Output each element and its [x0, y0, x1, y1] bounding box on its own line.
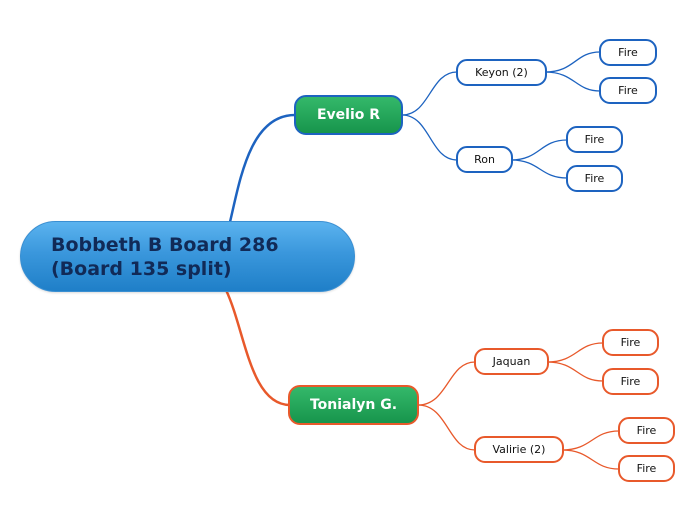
connector-keyon-fire-2	[544, 71, 601, 92]
connector-tonialyn-valirie	[417, 404, 476, 451]
leaf-valirie-fire-1[interactable]: Fire	[618, 417, 675, 444]
subtopic-jaquan[interactable]: Jaquan	[474, 348, 549, 375]
connector-ron-fire-2	[510, 159, 568, 179]
leaf-jaquan-fire-2[interactable]: Fire	[602, 368, 659, 395]
connector-keyon-fire-1	[544, 51, 601, 73]
leaf-jaquan-fire-1[interactable]: Fire	[602, 329, 659, 356]
subtopic-label: Jaquan	[492, 355, 531, 368]
subtopic-ron[interactable]: Ron	[456, 146, 513, 173]
connector-evelio-ron	[401, 114, 458, 161]
central-topic-line-2: (Board 135 split)	[51, 257, 232, 280]
leaf-keyon-fire-1[interactable]: Fire	[599, 39, 657, 66]
leaf-label: Fire	[620, 375, 641, 388]
connector-tonialyn-jaquan	[417, 361, 476, 406]
connector-valirie-fire-2	[561, 449, 620, 470]
leaf-ron-fire-1[interactable]: Fire	[566, 126, 623, 153]
connector-evelio-keyon	[401, 71, 458, 116]
subtopic-label: Valirie (2)	[492, 443, 546, 456]
central-topic-line-1: Bobbeth B Board 286	[51, 233, 279, 256]
subtopic-keyon[interactable]: Keyon (2)	[456, 59, 547, 86]
topic-label: Evelio R	[316, 107, 381, 123]
connector-jaquan-fire-2	[546, 361, 604, 382]
leaf-ron-fire-2[interactable]: Fire	[566, 165, 623, 192]
leaf-label: Fire	[636, 462, 657, 475]
subtopic-label: Ron	[474, 153, 495, 166]
subtopic-valirie[interactable]: Valirie (2)	[474, 436, 564, 463]
central-topic-label: Bobbeth B Board 286 (Board 135 split)	[51, 233, 279, 281]
central-topic[interactable]: Bobbeth B Board 286 (Board 135 split)	[20, 221, 355, 292]
leaf-label: Fire	[620, 336, 641, 349]
topic-evelio-r[interactable]: Evelio R	[294, 95, 403, 135]
connector-jaquan-fire-1	[546, 342, 604, 363]
leaf-label: Fire	[618, 46, 638, 59]
topic-tonialyn-g[interactable]: Tonialyn G.	[288, 385, 419, 425]
connector-root-tonialyn	[224, 289, 291, 407]
leaf-label: Fire	[636, 424, 657, 437]
connector-ron-fire-1	[510, 139, 568, 161]
connector-root-evelio	[228, 113, 296, 223]
connector-valirie-fire-1	[561, 430, 620, 451]
leaf-label: Fire	[584, 172, 605, 185]
leaf-keyon-fire-2[interactable]: Fire	[599, 77, 657, 104]
topic-label: Tonialyn G.	[309, 397, 398, 413]
leaf-valirie-fire-2[interactable]: Fire	[618, 455, 675, 482]
subtopic-label: Keyon (2)	[475, 66, 528, 79]
leaf-label: Fire	[584, 133, 605, 146]
leaf-label: Fire	[618, 84, 638, 97]
